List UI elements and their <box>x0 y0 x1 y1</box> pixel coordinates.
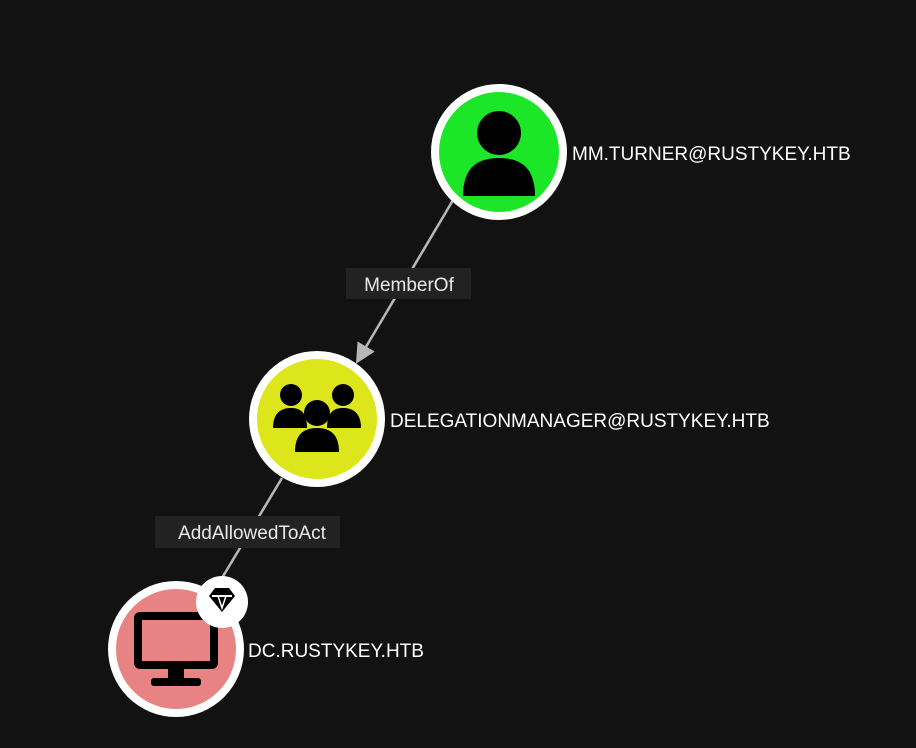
node-user[interactable]: MM.TURNER@RUSTYKEY.HTB <box>431 84 851 220</box>
gem-badge <box>196 576 248 628</box>
computer-icon <box>134 612 218 686</box>
edge-addallowedtoact[interactable]: AddAllowedToAct <box>155 477 340 579</box>
gem-icon <box>209 588 235 612</box>
node-computer[interactable]: DC.RUSTYKEY.HTB <box>108 576 424 717</box>
edge-label-addallowedtoact: AddAllowedToAct <box>178 523 327 544</box>
group-icon <box>273 384 361 452</box>
user-icon <box>463 111 535 196</box>
node-label-user: MM.TURNER@RUSTYKEY.HTB <box>572 144 851 165</box>
edge-label-box <box>155 516 340 548</box>
node-label-computer: DC.RUSTYKEY.HTB <box>248 641 424 662</box>
edge-memberof[interactable]: MemberOf <box>346 184 471 364</box>
edge-label-memberof: MemberOf <box>364 275 454 296</box>
node-label-group: DELEGATIONMANAGER@RUSTYKEY.HTB <box>390 411 770 432</box>
node-group[interactable]: DELEGATIONMANAGER@RUSTYKEY.HTB <box>249 351 770 487</box>
edge-label-box <box>346 268 471 299</box>
